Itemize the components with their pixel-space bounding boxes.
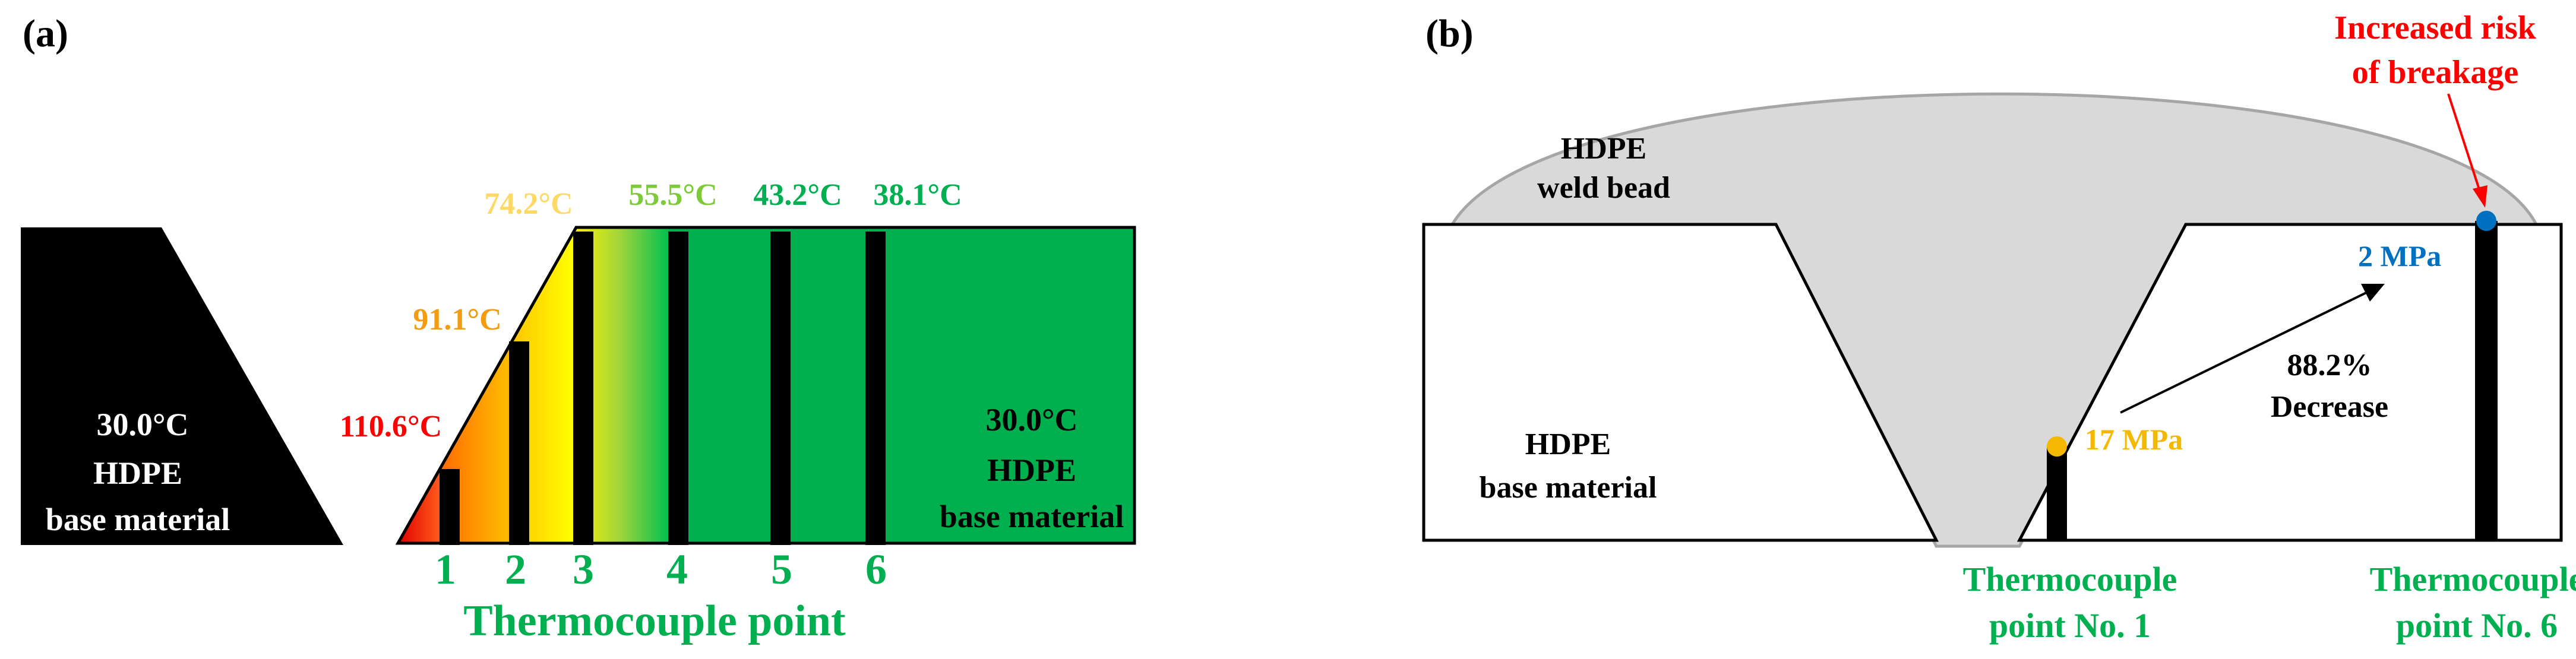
risk-arrow-line — [2447, 93, 2482, 194]
thermocouple-bar-5 — [770, 232, 791, 545]
point-number-6: 6 — [865, 546, 887, 593]
tc-no1-caption-line1: Thermocouple — [1963, 560, 2177, 598]
base-material-label-line1: HDPE — [1525, 427, 1611, 461]
panel-b-label: (b) — [1426, 12, 1474, 55]
temp-label-6: 38.1°C — [873, 178, 962, 212]
weld-bead-label-line1: HDPE — [1561, 132, 1646, 166]
left-block-temperature: 30.0°C — [96, 407, 188, 442]
thermocouple-bar-no6 — [2475, 221, 2498, 540]
weld-bead — [1449, 92, 2539, 548]
decrease-percentage: 88.2% — [2287, 348, 2372, 382]
zone-1-fill — [398, 227, 440, 543]
left-base-material-block — [21, 227, 343, 545]
gradient-block-outline — [395, 226, 1136, 545]
right-base-plate — [2016, 223, 2563, 542]
left-block-material-line2: base material — [46, 502, 230, 537]
temp-label-5: 43.2°C — [753, 178, 842, 212]
left-base-plate — [1422, 223, 1939, 542]
zone-green-fill — [668, 227, 1134, 543]
point-number-1: 1 — [435, 546, 456, 593]
tc-no6-caption-line1: Thermocouple — [2370, 560, 2576, 598]
thermocouple-bar-6 — [865, 232, 886, 545]
thermocouple-bar-1 — [440, 469, 460, 545]
stress-point-no6-marker — [2476, 211, 2496, 231]
point-number-4: 4 — [666, 546, 688, 593]
temp-label-4: 55.5°C — [628, 178, 717, 212]
thermocouple-bar-no1 — [2047, 446, 2067, 540]
base-material-label-line2: base material — [1480, 471, 1657, 505]
risk-label-line1: Increased risk — [2334, 9, 2536, 46]
point-number-3: 3 — [573, 546, 594, 593]
right-block-material-line2: base material — [940, 499, 1124, 534]
point-number-2: 2 — [505, 546, 526, 593]
point-number-5: 5 — [771, 546, 792, 593]
thermocouple-bar-3 — [573, 232, 593, 545]
weld-bead-label-line2: weld bead — [1537, 171, 1670, 205]
risk-label-line2: of breakage — [2352, 54, 2519, 91]
thermocouple-bar-4 — [668, 232, 688, 545]
stress-value-2mpa: 2 MPa — [2358, 239, 2441, 273]
tc-no1-caption-line2: point No. 1 — [1989, 606, 2151, 645]
temp-label-2: 91.1°C — [413, 303, 501, 337]
decrease-label: Decrease — [2271, 390, 2388, 424]
panel-a-label: (a) — [23, 12, 68, 55]
right-block-material-line1: HDPE — [987, 452, 1076, 488]
risk-arrow-head — [2473, 185, 2488, 208]
decrease-arrow-head — [2361, 284, 2385, 302]
thermocouple-bar-2 — [509, 341, 529, 545]
tc-no6-caption-line2: point No. 6 — [2396, 606, 2558, 645]
stress-point-no1-marker — [2047, 436, 2067, 457]
temp-label-3: 74.2°C — [484, 187, 573, 221]
decrease-arrow-line — [2120, 290, 2370, 414]
stress-value-17mpa: 17 MPa — [2085, 423, 2183, 456]
temperature-gradient-block — [398, 227, 1134, 543]
right-block-temperature: 30.0°C — [985, 402, 1077, 438]
temp-label-1: 110.6°C — [340, 410, 442, 443]
thermocouple-point-caption: Thermocouple point — [463, 597, 846, 645]
left-block-material-line1: HDPE — [93, 455, 182, 491]
